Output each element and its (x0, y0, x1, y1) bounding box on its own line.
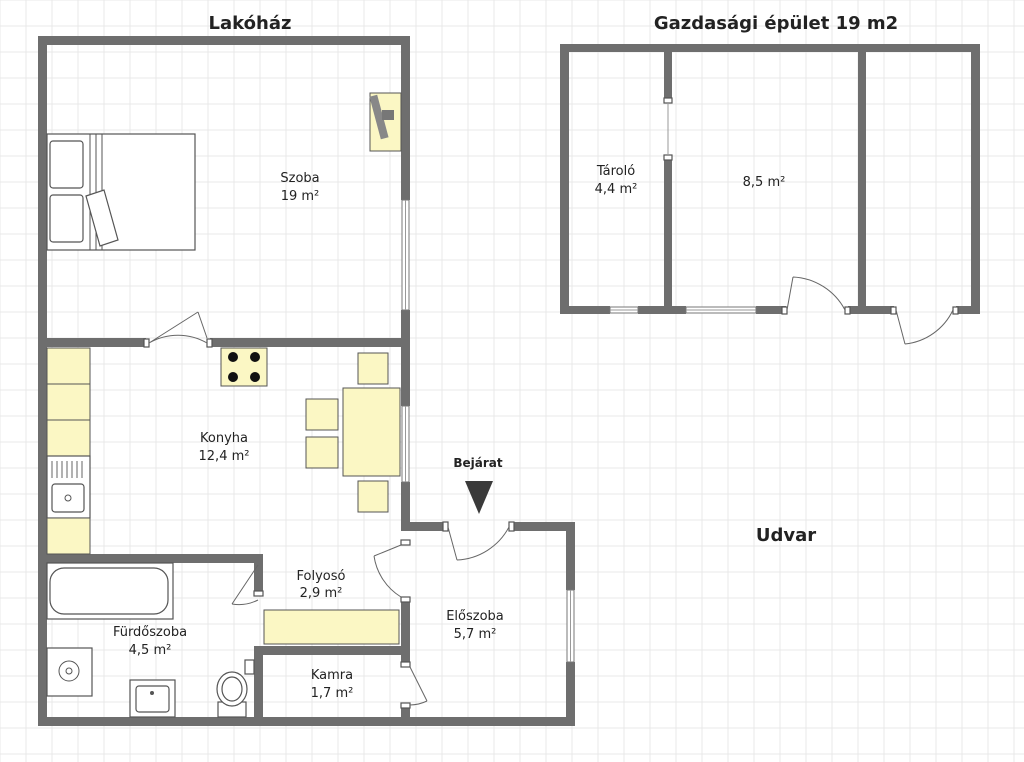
house-doors (143, 311, 515, 709)
kitchen-counter (46, 347, 91, 555)
washing-machine-icon (46, 647, 93, 697)
outbuilding-title: Gazdasági épület 19 m2 (654, 13, 898, 34)
house-walls (38, 36, 575, 726)
room-area: 2,9 m² (300, 586, 343, 601)
room-area: 4,4 m² (595, 182, 638, 197)
room-name: Előszoba (446, 609, 504, 624)
room-name: Kamra (311, 668, 353, 683)
corridor-cabinet (263, 609, 400, 645)
room-area: 4,5 m² (129, 643, 172, 658)
room-area: 5,7 m² (454, 627, 497, 642)
room-tarolo: Tároló 4,4 m² (595, 164, 638, 197)
room-name: Fürdőszoba (113, 625, 187, 640)
table-icon (305, 352, 401, 513)
entrance-label: Bejárat (453, 456, 503, 470)
room-eloszoba: Előszoba 5,7 m² (446, 609, 504, 642)
room-szoba: Szoba 19 m² (280, 171, 319, 204)
outbuilding-walls (560, 44, 980, 314)
room-name: Folyosó (297, 569, 346, 584)
room-furdoszoba: Fürdőszoba 4,5 m² (113, 625, 187, 658)
room-name: Tároló (596, 164, 635, 179)
room-name: Szoba (280, 171, 319, 186)
house-windows (401, 199, 575, 663)
entrance-arrow-icon (465, 481, 493, 514)
washbasin-icon (129, 679, 176, 718)
yard-label: Udvar (756, 525, 816, 546)
room-name: Konyha (200, 431, 248, 446)
room-area: 12,4 m² (199, 449, 250, 464)
house-title: Lakóház (209, 13, 292, 34)
stove-icon (220, 347, 268, 387)
bathtub-icon (46, 562, 174, 620)
room-konyha: Konyha 12,4 m² (199, 431, 250, 464)
room-area: 8,5 m² (743, 175, 786, 190)
sink-icon (51, 461, 85, 513)
bed-icon (46, 133, 196, 251)
room-kamra: Kamra 1,7 m² (311, 668, 354, 701)
room-folyoso: Folyosó 2,9 m² (297, 569, 346, 601)
toilet-icon (216, 659, 255, 718)
room-area: 1,7 m² (311, 686, 354, 701)
desk-icon (369, 92, 402, 152)
outbuilding-openings (609, 97, 959, 345)
room-area: 19 m² (281, 189, 320, 204)
room-storage-2: 8,5 m² (743, 175, 786, 190)
